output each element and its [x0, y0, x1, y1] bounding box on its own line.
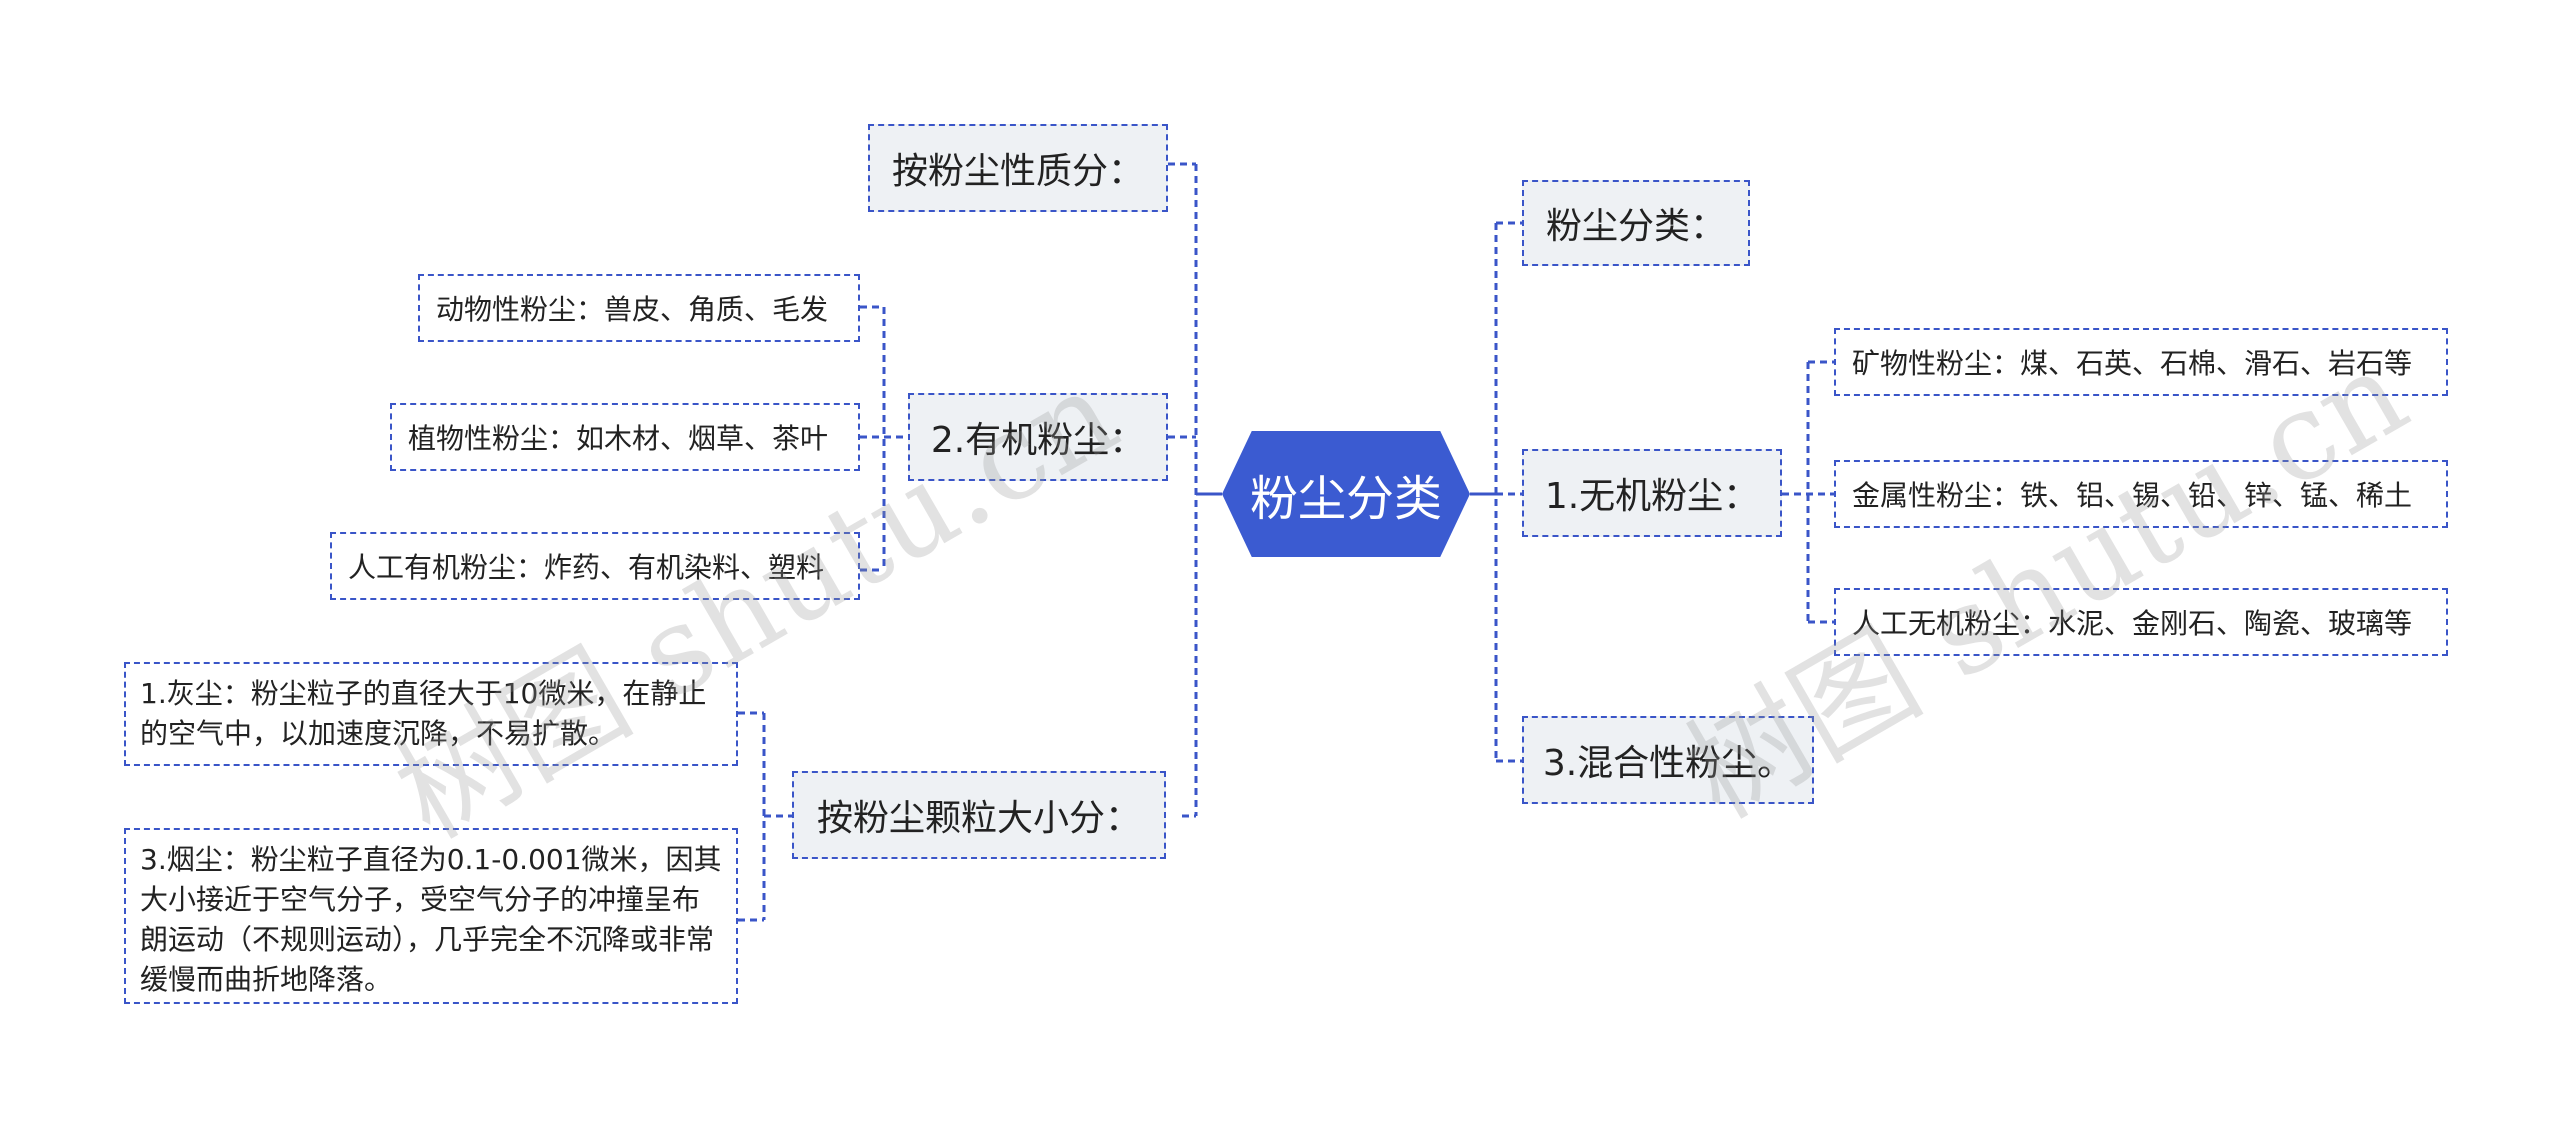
leaf-artificial-inorganic-dust[interactable]: 人工无机粉尘：水泥、金刚石、陶瓷、玻璃等: [1834, 588, 2448, 656]
node-label: 2.有机粉尘：: [930, 420, 1146, 461]
leaf-dust-fall[interactable]: 1.灰尘：粉尘粒子的直径大于10微米，在静止的空气中，以加速度沉降，不易扩散。: [124, 662, 738, 766]
leaf-mineral-dust[interactable]: 矿物性粉尘：煤、石英、石棉、滑石、岩石等: [1834, 328, 2448, 396]
leaf-label: 金属性粉尘：铁、铝、锡、铅、锌、锰、稀土: [1852, 479, 2413, 512]
node-label: 1.无机粉尘：: [1544, 476, 1760, 517]
node-mixed-dust[interactable]: 3.混合性粉尘。: [1522, 716, 1814, 804]
leaf-smoke-dust[interactable]: 3.烟尘：粉尘粒子直径为0.1-0.001微米，因其大小接近于空气分子，受空气分…: [124, 828, 738, 1004]
leaf-label: 3.烟尘：粉尘粒子直径为0.1-0.001微米，因其大小接近于空气分子，受空气分…: [140, 843, 722, 996]
leaf-animal-dust[interactable]: 动物性粉尘：兽皮、角质、毛发: [418, 274, 860, 342]
node-inorganic-dust[interactable]: 1.无机粉尘：: [1522, 449, 1782, 537]
node-label: 粉尘分类：: [1545, 206, 1726, 247]
leaf-label: 1.灰尘：粉尘粒子的直径大于10微米，在静止的空气中，以加速度沉降，不易扩散。: [140, 677, 707, 750]
node-by-particle-size[interactable]: 按粉尘颗粒大小分：: [792, 771, 1166, 859]
leaf-plant-dust[interactable]: 植物性粉尘：如木材、烟草、茶叶: [390, 403, 860, 471]
root-node[interactable]: 粉尘分类: [1222, 431, 1470, 557]
node-by-property[interactable]: 按粉尘性质分：: [868, 124, 1168, 212]
root-label: 粉尘分类: [1249, 471, 1442, 527]
leaf-artificial-organic-dust[interactable]: 人工有机粉尘：炸药、有机染料、塑料: [330, 532, 860, 600]
node-label: 按粉尘颗粒大小分：: [816, 798, 1141, 839]
leaf-label: 人工有机粉尘：炸药、有机染料、塑料: [348, 551, 825, 584]
leaf-label: 矿物性粉尘：煤、石英、石棉、滑石、岩石等: [1852, 347, 2413, 380]
node-label: 按粉尘性质分：: [891, 151, 1144, 192]
leaf-label: 动物性粉尘：兽皮、角质、毛发: [436, 293, 829, 326]
node-dust-classification[interactable]: 粉尘分类：: [1522, 180, 1750, 266]
leaf-label: 人工无机粉尘：水泥、金刚石、陶瓷、玻璃等: [1852, 607, 2413, 640]
leaf-metal-dust[interactable]: 金属性粉尘：铁、铝、锡、铅、锌、锰、稀土: [1834, 460, 2448, 528]
node-organic-dust[interactable]: 2.有机粉尘：: [908, 393, 1168, 481]
leaf-label: 植物性粉尘：如木材、烟草、茶叶: [408, 422, 829, 455]
node-label: 3.混合性粉尘。: [1542, 743, 1794, 784]
